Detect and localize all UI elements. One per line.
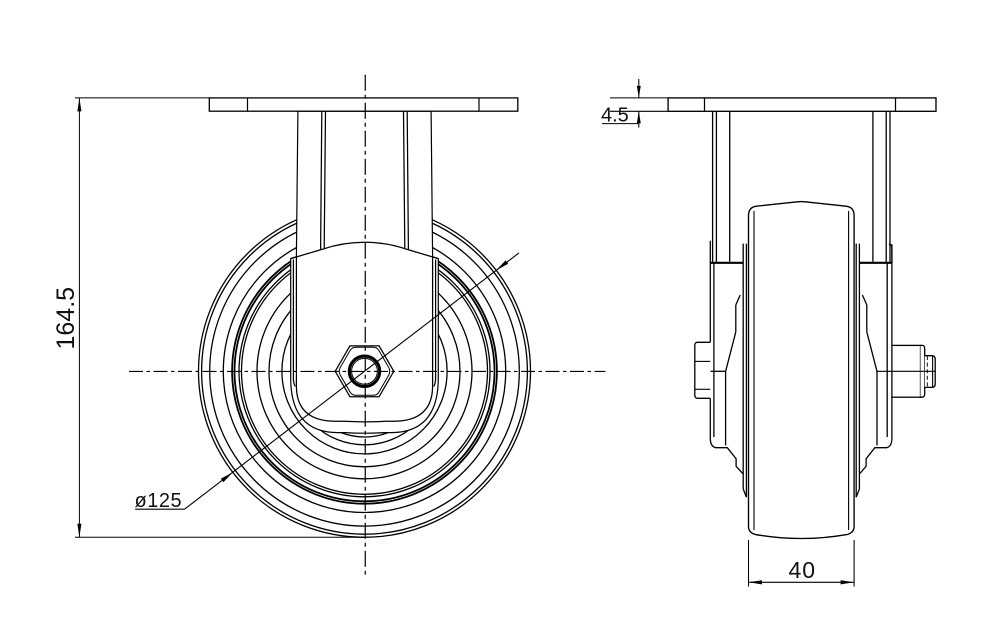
svg-text:164.5: 164.5 bbox=[52, 287, 80, 350]
svg-text:40: 40 bbox=[789, 557, 817, 583]
svg-text:4.5: 4.5 bbox=[601, 104, 629, 126]
svg-text:ø125: ø125 bbox=[135, 490, 183, 512]
